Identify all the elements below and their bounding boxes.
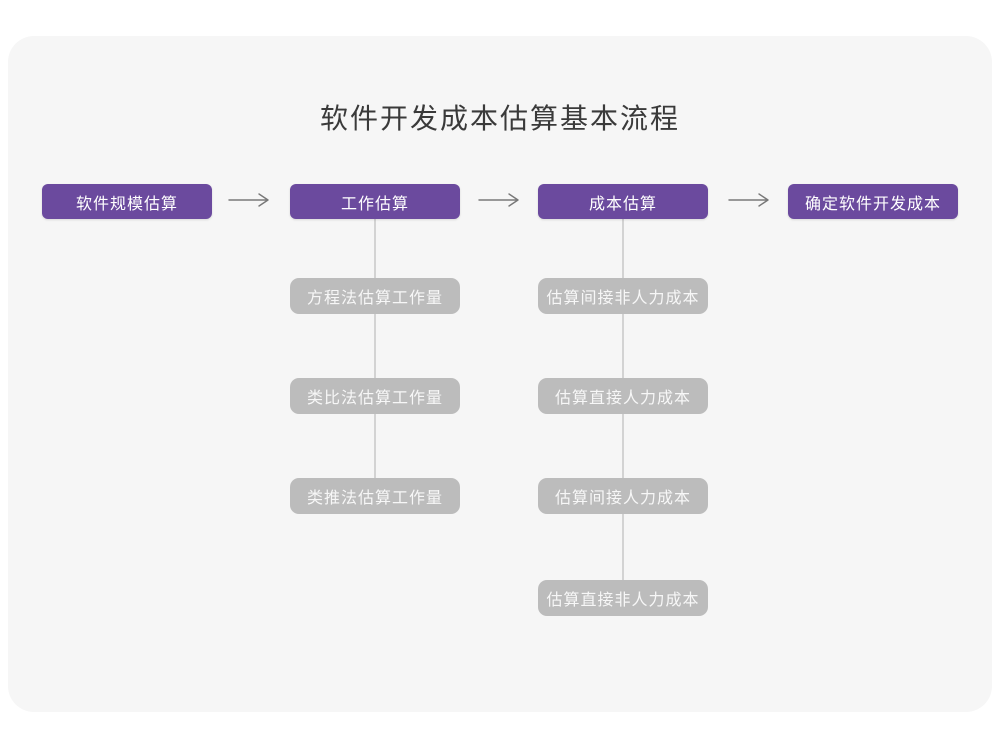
sub-node-label: 类比法估算工作量	[306, 390, 443, 407]
connector-line-work-estimation	[374, 219, 376, 497]
stage-node-cost-estimation: 成本估算	[538, 184, 708, 219]
sub-node-label: 估算直接非人力成本	[546, 592, 700, 609]
sub-node-direct-labor-cost: 估算直接人力成本	[538, 378, 708, 414]
sub-node-direct-nonlabor-cost: 估算直接非人力成本	[538, 580, 708, 616]
right-arrow-icon	[228, 193, 269, 207]
sub-node-equation-method: 方程法估算工作量	[290, 278, 460, 314]
sub-node-label: 估算直接人力成本	[554, 390, 691, 407]
sub-node-indirect-nonlabor-cost: 估算间接非人力成本	[538, 278, 708, 314]
right-arrow-icon	[728, 193, 769, 207]
sub-node-label: 估算间接人力成本	[554, 490, 691, 507]
sub-node-label: 方程法估算工作量	[306, 290, 443, 307]
right-arrow-icon	[478, 193, 519, 207]
diagram-panel	[8, 36, 992, 712]
stage-node-work-estimation: 工作估算	[290, 184, 460, 219]
stage-node-software-scale-estimation: 软件规模估算	[42, 184, 212, 219]
sub-node-analogy-method: 类比法估算工作量	[290, 378, 460, 414]
sub-node-label: 类推法估算工作量	[306, 490, 443, 507]
stage-label: 成本估算	[588, 195, 657, 213]
stage-label: 确定软件开发成本	[804, 195, 941, 213]
stage-node-determine-dev-cost: 确定软件开发成本	[788, 184, 958, 219]
diagram-title: 软件开发成本估算基本流程	[319, 103, 680, 134]
sub-node-label: 估算间接非人力成本	[546, 290, 700, 307]
sub-node-extrapolation-method: 类推法估算工作量	[290, 478, 460, 514]
stage-label: 软件规模估算	[75, 195, 178, 213]
sub-node-indirect-labor-cost: 估算间接人力成本	[538, 478, 708, 514]
stage-label: 工作估算	[340, 195, 409, 213]
